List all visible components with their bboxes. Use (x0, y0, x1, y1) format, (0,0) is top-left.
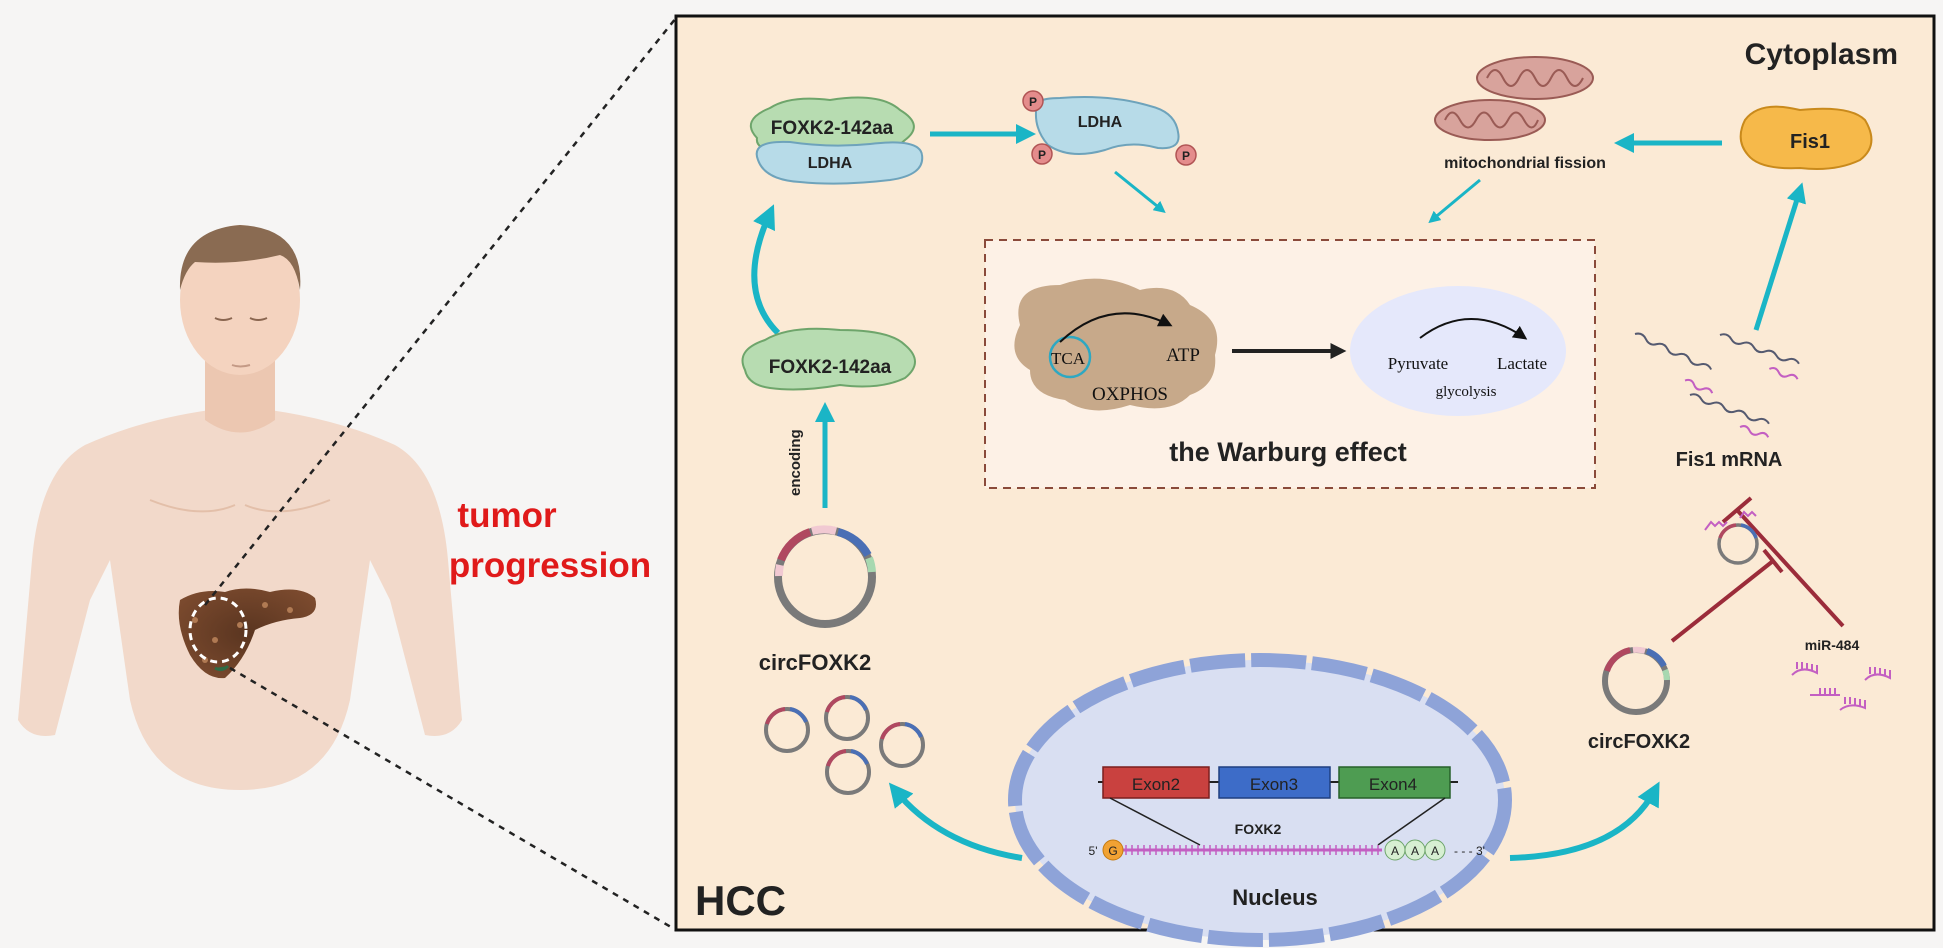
small-circ-1 (764, 707, 810, 753)
fis1-mrna-label: Fis1 mRNA (1676, 449, 1783, 471)
circfoxk2-cluster (764, 695, 925, 795)
five-prime-label: 5' (1089, 844, 1098, 858)
inhibition-lines (1670, 496, 1845, 643)
phosphate-2-label: P (1038, 148, 1046, 162)
arrow-nucleus-to-circ-right (1509, 781, 1660, 861)
human-figure (18, 225, 462, 790)
polya-3-label: A (1431, 844, 1439, 858)
encoding-label: encoding (787, 429, 804, 496)
phosphate-3-label: P (1182, 149, 1190, 163)
mir484-molecules (1791, 662, 1891, 711)
foxk2-ldha-complex: FOXK2-142aa LDHA (749, 96, 924, 185)
exon3-label: Exon3 (1250, 775, 1298, 794)
warburg-title: the Warburg effect (1169, 437, 1407, 467)
oxphos-label: OXPHOS (1092, 384, 1168, 405)
fis1-label: Fis1 (1790, 131, 1830, 153)
three-prime-label: - - - 3' (1454, 844, 1485, 858)
tca-cycle-icon (1048, 335, 1092, 379)
mitochondrion-oxphos: TCA ATP OXPHOS (1014, 278, 1218, 411)
tca-to-atp-arrow (1059, 312, 1173, 343)
foxk2-142aa-shape (741, 327, 916, 391)
phosphate-1 (1022, 90, 1044, 112)
foxk2-transcript: 5' G A A A - - - 3' (1089, 839, 1485, 861)
ldha-label-complex: LDHA (808, 155, 853, 172)
mitochondria-icon (1434, 56, 1594, 141)
phosphate-3 (1175, 144, 1197, 166)
atp-label: ATP (1166, 345, 1200, 366)
phosphate-2 (1031, 143, 1053, 165)
arrow-peptide-to-complex (751, 204, 781, 336)
cap-icon (1102, 839, 1124, 861)
exon2: Exon2 (1102, 766, 1210, 799)
cytoplasm-label: Cytoplasm (1745, 38, 1898, 71)
ldha-shape-phospho (1034, 96, 1180, 155)
arrow-mrna-to-fis1 (1753, 182, 1806, 331)
polya-1-label: A (1391, 844, 1399, 858)
zoom-line-bottom (229, 666, 677, 932)
splice-line-right (1377, 797, 1446, 846)
circfoxk2-right (1602, 646, 1670, 715)
small-circ-2 (824, 695, 870, 741)
tumor-label-line1: tumor (457, 496, 557, 535)
arrow-fission-to-warburg (1428, 178, 1481, 224)
fis1-mrna-strands (1634, 332, 1800, 438)
foxk2-gene-label: FOXK2 (1235, 821, 1282, 837)
arrow-pldha-to-warburg (1114, 170, 1166, 214)
exon2-label: Exon2 (1132, 775, 1180, 794)
small-circ-3 (879, 722, 925, 768)
phospho-ldha: LDHA P P P (1022, 90, 1197, 166)
foxk2-142aa-label: FOXK2-142aa (769, 357, 892, 378)
arrow-nucleus-to-cluster (888, 782, 1023, 861)
zoom-line-top (204, 17, 677, 606)
foxk2-142aa-peptide: FOXK2-142aa (741, 327, 916, 391)
tca-label: TCA (1051, 349, 1086, 368)
sponge-complex (1704, 510, 1759, 565)
lactate-label: Lactate (1497, 354, 1547, 373)
splice-line-left (1109, 797, 1201, 846)
pyruvate-label: Pyruvate (1388, 354, 1448, 373)
mito-fission-label: mitochondrial fission (1444, 155, 1606, 172)
polya-2-label: A (1411, 844, 1419, 858)
pyruvate-to-lactate-arrow (1419, 318, 1528, 340)
exon3: Exon3 (1218, 766, 1331, 799)
fis1-protein: Fis1 (1739, 105, 1873, 170)
ldha-label-phospho: LDHA (1078, 114, 1123, 131)
small-circ-4 (825, 749, 871, 795)
glycolysis-label: glycolysis (1436, 384, 1497, 400)
nucleus-label: Nucleus (1232, 885, 1318, 910)
ldha-shape-complex (755, 140, 924, 185)
circfoxk2-label-left: circFOXK2 (759, 650, 872, 675)
tumor-label-line2: progression (449, 546, 651, 585)
circfoxk2-label-right: circFOXK2 (1588, 731, 1690, 753)
exon4: Exon4 (1338, 766, 1451, 799)
exon4-label: Exon4 (1369, 775, 1417, 794)
cap-label: G (1108, 844, 1117, 858)
hcc-label: HCC (695, 877, 786, 924)
nucleus (1008, 653, 1512, 947)
mir484-label: miR-484 (1805, 637, 1860, 653)
liver (178, 588, 316, 679)
glycolysis-ellipse: Pyruvate Lactate glycolysis (1350, 286, 1566, 416)
phosphate-1-label: P (1029, 95, 1037, 109)
foxk2-142aa-label-top: FOXK2-142aa (771, 118, 894, 139)
circfoxk2-main (774, 525, 876, 628)
polya-3 (1424, 839, 1446, 861)
